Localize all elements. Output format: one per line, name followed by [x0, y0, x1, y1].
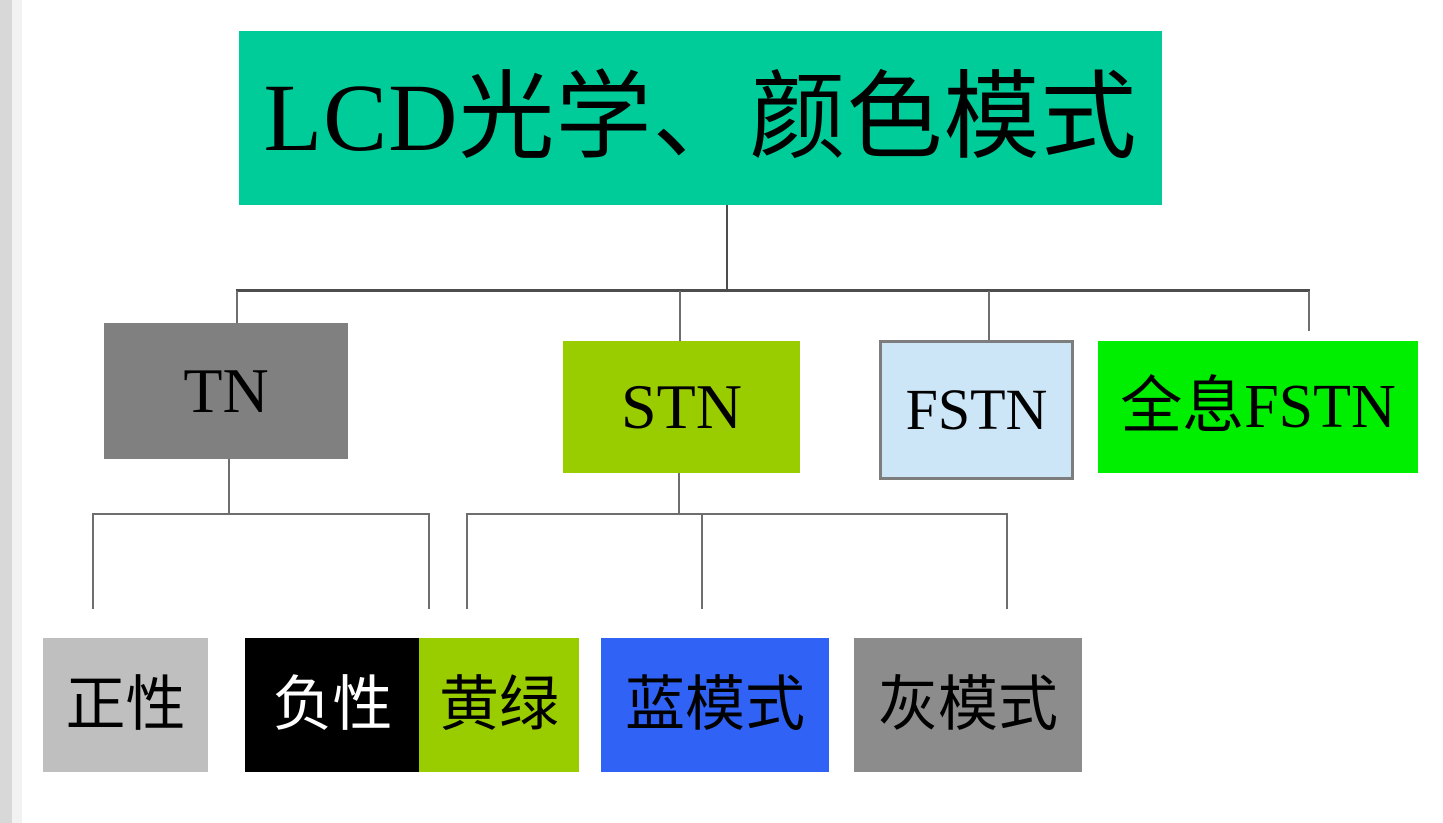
node-root-title[interactable]: LCD光学、颜色模式 — [239, 31, 1162, 205]
node-holographic-fstn[interactable]: 全息FSTN — [1098, 341, 1418, 473]
connector-drop-bluemode — [701, 513, 703, 609]
connector-drop-tn — [236, 291, 238, 325]
connector-level2-bus — [236, 289, 1310, 292]
connector-tn-bus — [92, 513, 430, 515]
node-yellow-green-mode[interactable]: 黄绿 — [419, 638, 579, 772]
connector-root-stem — [726, 205, 728, 291]
node-stn[interactable]: STN — [563, 341, 800, 473]
connector-stn-bus — [466, 513, 1008, 515]
node-tn[interactable]: TN — [104, 323, 348, 459]
connector-drop-stn — [679, 291, 681, 343]
connector-drop-fstn — [988, 291, 990, 341]
connector-drop-graymode — [1006, 513, 1008, 609]
slide-left-margin — [12, 0, 22, 823]
connector-drop-negative — [428, 513, 430, 609]
node-fstn[interactable]: FSTN — [879, 340, 1074, 480]
node-negative-mode[interactable]: 负性 — [245, 638, 420, 772]
node-gray-mode[interactable]: 灰模式 — [854, 638, 1082, 772]
node-blue-mode[interactable]: 蓝模式 — [601, 638, 829, 772]
connector-drop-yellowgreen — [466, 513, 468, 609]
connector-stn-stem — [678, 473, 680, 515]
connector-drop-holo-fstn — [1308, 291, 1310, 331]
node-positive-mode[interactable]: 正性 — [43, 638, 208, 772]
connector-tn-stem — [228, 459, 230, 514]
connector-drop-positive — [92, 513, 94, 609]
slide-left-edge — [0, 0, 12, 823]
